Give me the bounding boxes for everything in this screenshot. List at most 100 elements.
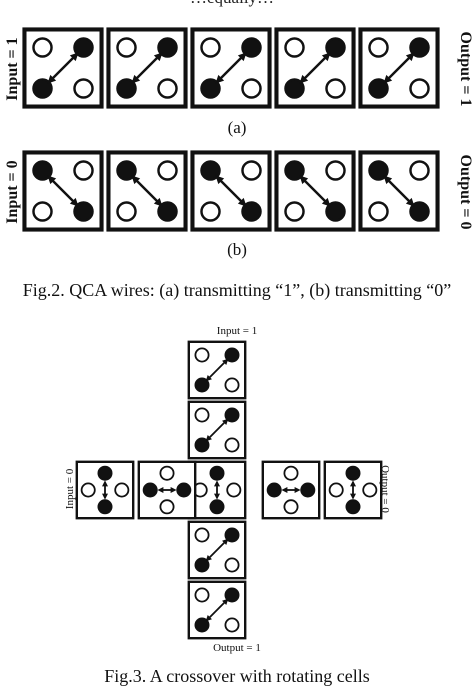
arrow-head (131, 74, 141, 84)
fig3-input-top-label: Input = 1 (216, 325, 258, 337)
arrow-head (405, 197, 415, 207)
empty-dot (194, 587, 210, 603)
filled-dot (224, 587, 240, 603)
empty-dot (226, 482, 242, 498)
empty-dot (200, 37, 221, 58)
qca-cell-horiz (261, 460, 321, 520)
filled-dot (300, 482, 316, 498)
arrow-head (102, 493, 108, 500)
qca-cell-diag-0 (190, 150, 272, 232)
arrow-head (153, 197, 163, 207)
filled-dot (73, 201, 94, 222)
filled-dot (194, 617, 210, 633)
filled-dot (200, 160, 221, 181)
arrow-head (157, 487, 164, 493)
arrow-head (131, 175, 141, 185)
empty-dot (116, 201, 137, 222)
arrow-head (383, 175, 393, 185)
qca-cell-vert (75, 460, 135, 520)
empty-dot (328, 482, 344, 498)
arrow-head (222, 538, 229, 545)
qca-cell-diag-1 (187, 340, 247, 400)
arrow-head (215, 175, 225, 185)
arrow-head (383, 74, 393, 84)
empty-dot (284, 201, 305, 222)
arrow-head (350, 480, 356, 487)
arrow-head (205, 615, 212, 622)
filled-dot (345, 499, 361, 515)
empty-dot (241, 160, 262, 181)
empty-dot (32, 201, 53, 222)
empty-dot (200, 201, 221, 222)
empty-dot (284, 37, 305, 58)
filled-dot (209, 499, 225, 515)
qca-cell-vert (323, 460, 383, 520)
arrow-head (69, 52, 79, 62)
empty-dot (241, 78, 262, 99)
arrow-head (321, 197, 331, 207)
qca-cell-horiz (137, 460, 197, 520)
empty-dot (409, 78, 430, 99)
filled-dot (409, 201, 430, 222)
empty-dot (325, 78, 346, 99)
empty-dot (32, 37, 53, 58)
arrow-head (102, 480, 108, 487)
double-arrow (207, 360, 227, 380)
empty-dot (283, 465, 299, 481)
arrow-head (170, 487, 177, 493)
filled-dot (194, 377, 210, 393)
row-b-output-label: Output = 0 (457, 154, 474, 230)
fig3-output-right-label: Output = 0 (379, 465, 391, 513)
filled-dot (194, 557, 210, 573)
empty-dot (157, 160, 178, 181)
filled-dot (284, 160, 305, 181)
filled-dot (224, 527, 240, 543)
double-arrow (50, 55, 76, 81)
qca-cell-diag-0 (106, 150, 188, 232)
empty-dot (116, 37, 137, 58)
filled-dot (157, 201, 178, 222)
double-arrow (302, 55, 328, 81)
filled-dot (200, 78, 221, 99)
arrow-head (214, 480, 220, 487)
filled-dot (325, 201, 346, 222)
arrow-head (299, 175, 309, 185)
arrow-head (281, 487, 288, 493)
qca-cell-diag-1 (187, 520, 247, 580)
fig3-output-bottom-label: Output = 1 (213, 642, 261, 654)
qca-cell-diag-0 (274, 150, 356, 232)
empty-dot (114, 482, 130, 498)
empty-dot (194, 407, 210, 423)
arrow-head (205, 555, 212, 562)
empty-dot (194, 347, 210, 363)
fig2-caption: Fig.2. QCA wires: (a) transmitting “1”, … (22, 280, 452, 300)
filled-dot (97, 499, 113, 515)
filled-dot (116, 160, 137, 181)
double-arrow (218, 55, 244, 81)
filled-dot (368, 78, 389, 99)
double-arrow (207, 540, 227, 560)
empty-dot (283, 499, 299, 515)
empty-dot (409, 160, 430, 181)
cropped-top-text: …equally… (190, 0, 274, 8)
empty-dot (73, 160, 94, 181)
qca-cell-diag-1 (190, 27, 272, 109)
row-a-output-label: Output = 1 (457, 31, 474, 107)
filled-dot (209, 465, 225, 481)
double-arrow (134, 55, 160, 81)
filled-dot (409, 37, 430, 58)
filled-dot (224, 347, 240, 363)
arrow-head (294, 487, 301, 493)
empty-dot (159, 465, 175, 481)
arrow-head (237, 52, 247, 62)
double-arrow (302, 178, 328, 204)
empty-dot (224, 617, 240, 633)
filled-dot (241, 37, 262, 58)
empty-dot (194, 527, 210, 543)
arrow-head (153, 52, 163, 62)
empty-dot (362, 482, 378, 498)
qca-cell-diag-1 (358, 27, 440, 109)
arrow-head (215, 74, 225, 84)
qca-cell-diag-1 (274, 27, 356, 109)
row-b-input-label: Input = 0 (4, 160, 21, 224)
